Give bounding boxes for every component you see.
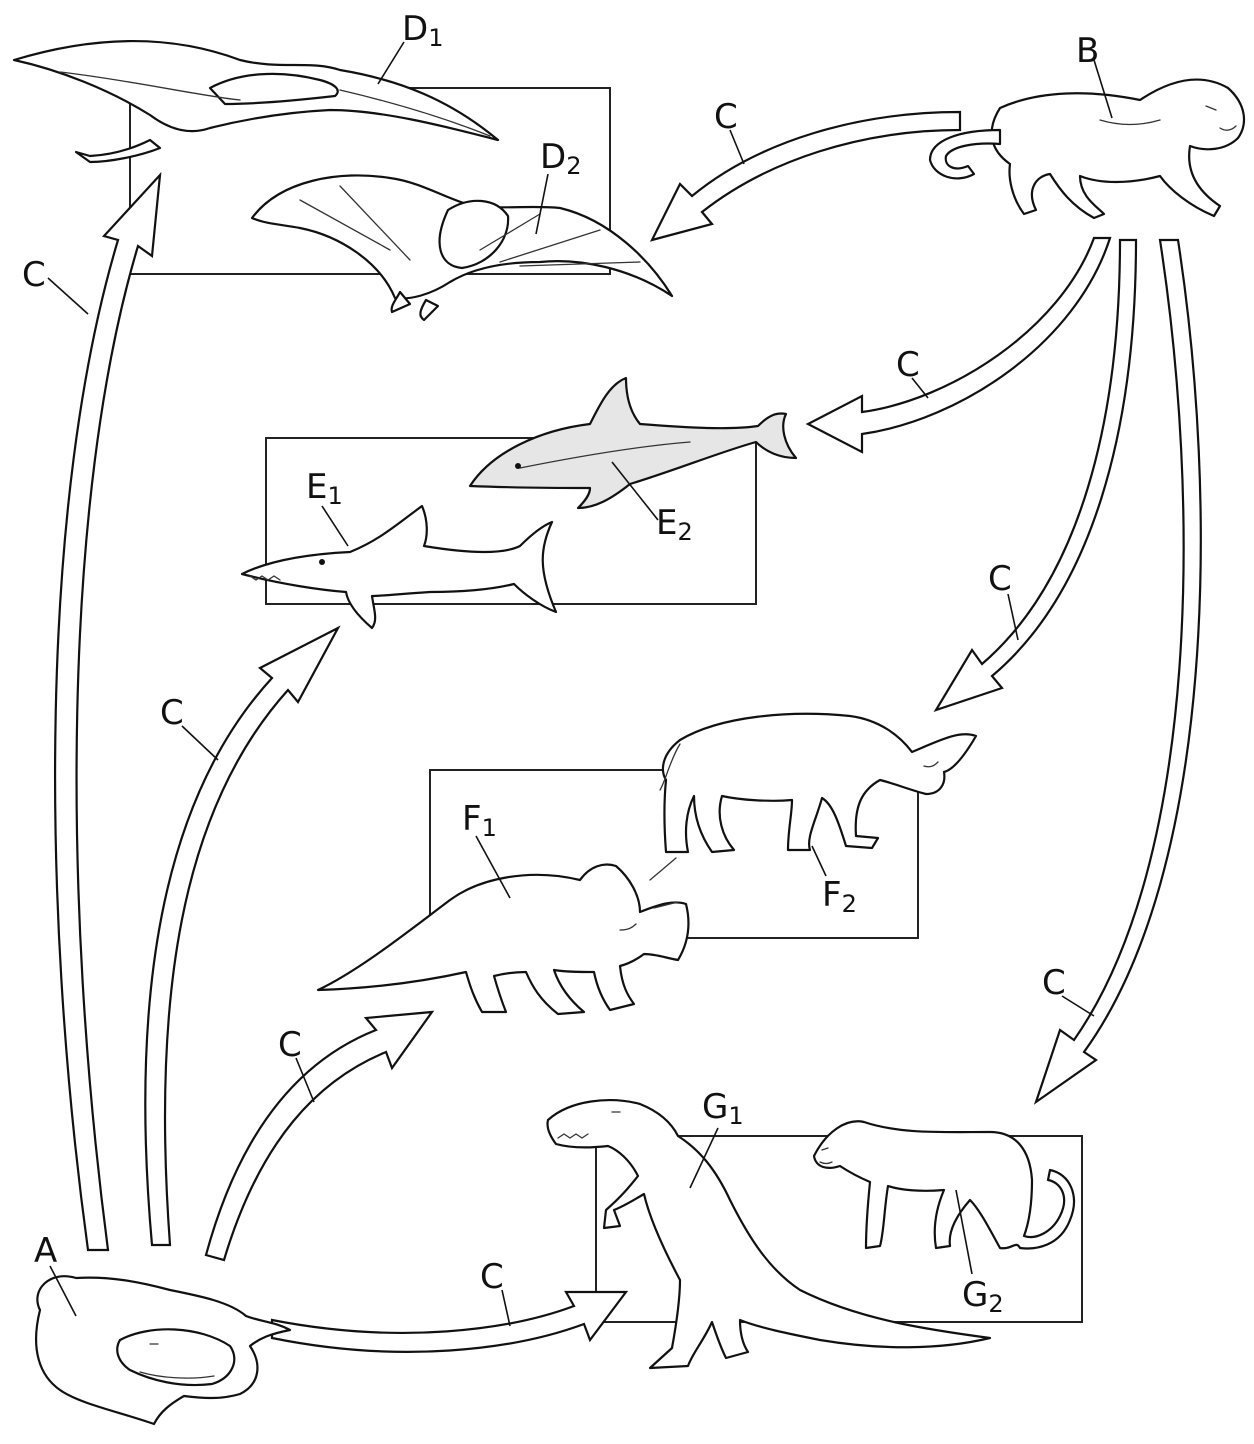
triceratops-icon [316,857,690,1016]
arrow-b-to-d [649,110,962,242]
label-f1: F1 [462,799,497,842]
tyrannosaur-icon [546,1099,992,1370]
cat-ancestor-icon [928,78,1246,220]
ichthyosaur-icon [240,504,558,630]
arrow-a-to-g [270,1290,629,1353]
big-cat-icon [812,1120,1075,1250]
label-e1: E1 [306,467,343,510]
arrow-b-to-e [805,236,1112,454]
box-e [265,437,757,605]
label-d2: D2 [540,137,581,180]
label-c-b-to-d: C [714,97,738,137]
reptile-ancestor-icon [35,1275,292,1426]
label-c-a-to-e: C [160,693,184,733]
label-d1: D1 [402,9,443,52]
label-g1: G1 [702,1087,744,1130]
label-c-a-to-g: C [480,1257,504,1297]
label-c-a-to-d: C [22,255,46,295]
arrows [54,110,1202,1353]
rhinoceros-icon [659,712,978,854]
pterosaur-icon [12,39,500,164]
label-a: A [34,1231,57,1271]
label-c-b-to-f: C [988,559,1012,599]
leader-lines [47,41,1113,1327]
arrow-b-to-g [1033,238,1202,1105]
label-g2: G2 [962,1275,1004,1318]
label-c-b-to-e: C [896,345,920,385]
arrow-a-to-d [54,171,162,1252]
label-b: B [1076,31,1099,71]
label-c-b-to-g: C [1042,963,1066,1003]
bat-icon [250,174,674,322]
dolphin-icon [468,376,798,510]
label-e2: E2 [656,503,693,546]
arrow-a-to-e [144,625,341,1247]
labels: D1 D2 B E1 E2 F1 F2 G1 G2 A C C C C C C … [22,9,1099,1318]
arrow-b-to-f [933,238,1138,712]
label-f2: F2 [822,875,857,918]
label-c-a-to-f: C [278,1025,302,1065]
arrow-a-to-f [204,1010,435,1262]
